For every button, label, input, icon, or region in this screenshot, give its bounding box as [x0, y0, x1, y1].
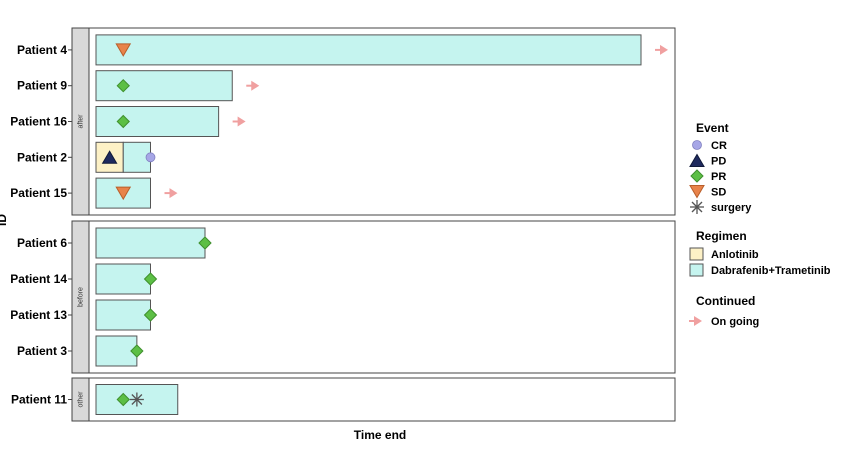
- row-patient-11: Patient 11: [11, 384, 179, 415]
- legend-label-anlotinib: Anlotinib: [711, 249, 759, 261]
- legend-title-regimen: Regimen: [696, 229, 747, 243]
- bar-dabrafenib-trametinib: [95, 227, 206, 259]
- legend-label-on-going: On going: [711, 316, 759, 328]
- legend-label-pd: PD: [711, 156, 726, 168]
- row-patient-9: Patient 9: [17, 70, 260, 102]
- legend-marker-cr: [692, 140, 702, 150]
- row-patient-6: Patient 6: [17, 227, 212, 259]
- row-patient-3: Patient 3: [17, 335, 144, 367]
- y-tick-label: Patient 9: [17, 79, 67, 93]
- legend-swatch-dabrafenib-trametinib: [689, 263, 704, 277]
- row-patient-2: Patient 2: [17, 141, 156, 173]
- ongoing-arrow: [232, 116, 246, 127]
- legend-label-pr: PR: [711, 171, 726, 183]
- legend-label-surgery: surgery: [711, 202, 752, 214]
- strip-label-after: after: [78, 114, 85, 129]
- ongoing-arrow: [246, 80, 260, 91]
- legend-marker-pd: [689, 153, 705, 167]
- legend-swatch-anlotinib: [689, 247, 704, 261]
- row-patient-4: Patient 4: [17, 34, 668, 66]
- row-patient-13: Patient 13: [10, 299, 158, 331]
- ongoing-arrow: [655, 44, 668, 55]
- marker-sd: [115, 43, 132, 57]
- bar-dabrafenib-trametinib: [95, 177, 151, 209]
- marker-surgery: [129, 392, 144, 407]
- bar-dabrafenib-trametinib: [95, 106, 220, 137]
- legend-label-cr: CR: [711, 140, 727, 152]
- y-tick-label: Patient 15: [10, 186, 67, 200]
- marker-pr: [143, 272, 158, 286]
- y-tick-label: Patient 14: [10, 272, 67, 286]
- marker-pr: [130, 344, 144, 358]
- panel-other: other Patient 11: [11, 377, 676, 422]
- y-tick-label: Patient 4: [17, 43, 67, 57]
- marker-sd: [115, 186, 132, 201]
- marker-pr: [198, 236, 212, 250]
- legend-title-continued: Continued: [696, 294, 755, 308]
- panels-layer: after Patient 4 Patient 9 Patient 16 Patient…: [10, 27, 676, 422]
- y-axis-label: ID: [0, 214, 9, 226]
- marker-cr: [145, 152, 156, 163]
- bar-dabrafenib-trametinib: [95, 263, 151, 295]
- x-axis-label: Time end: [354, 428, 406, 442]
- legend-marker-sd: [689, 185, 705, 199]
- legend-title-event: Event: [696, 121, 729, 135]
- legend-marker-pr: [690, 169, 704, 183]
- marker-pr: [116, 114, 130, 129]
- bar-dabrafenib-trametinib: [95, 70, 233, 102]
- y-tick-label: Patient 6: [17, 236, 67, 250]
- panel-after: after Patient 4 Patient 9 Patient 16 Patient…: [10, 27, 676, 216]
- legend-marker-surgery: [690, 200, 704, 214]
- row-patient-14: Patient 14: [10, 263, 158, 295]
- legend-label-dabrafenib-trametinib: Dabrafenib+Trametinib: [711, 265, 831, 277]
- row-patient-15: Patient 15: [10, 177, 178, 209]
- legend-arrow-icon: [689, 316, 702, 326]
- marker-pr: [143, 308, 158, 322]
- y-tick-label: Patient 11: [11, 393, 67, 407]
- y-tick-label: Patient 13: [10, 308, 67, 322]
- marker-pr: [116, 78, 130, 93]
- bar-dabrafenib-trametinib: [95, 34, 642, 66]
- marker-pd: [101, 150, 118, 164]
- ongoing-arrow: [164, 188, 178, 199]
- marker-pr: [116, 392, 130, 407]
- panel-strip: [71, 220, 90, 374]
- y-tick-label: Patient 2: [17, 150, 67, 164]
- legend-label-sd: SD: [711, 187, 726, 199]
- bar-dabrafenib-trametinib: [95, 299, 151, 331]
- bar-anlotinib: [95, 141, 124, 173]
- y-tick-label: Patient 3: [17, 344, 67, 358]
- strip-label-before: before: [78, 287, 85, 307]
- row-patient-16: Patient 16: [10, 106, 246, 137]
- strip-label-other: other: [78, 391, 85, 408]
- panel-before: before Patient 6 Patient 14 Patient 13 Patie…: [10, 220, 676, 374]
- y-tick-label: Patient 16: [10, 115, 67, 129]
